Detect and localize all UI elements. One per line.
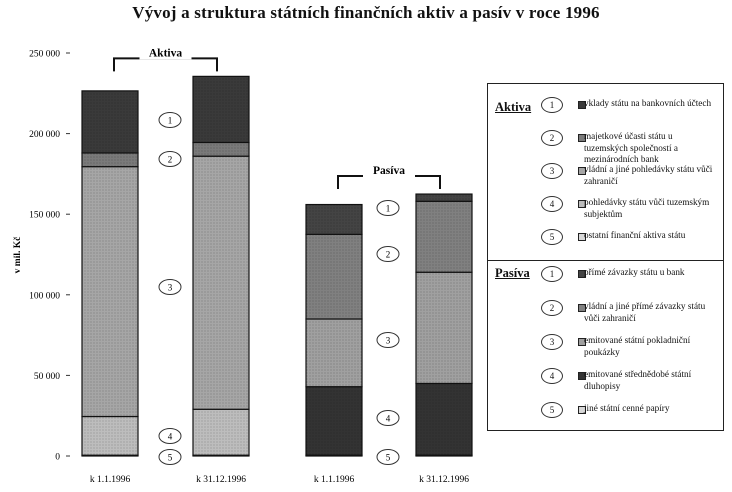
segment-number-label: 5 <box>386 452 391 462</box>
legend-swatch <box>578 167 586 175</box>
group-bracket <box>337 175 441 190</box>
segment-number-label: 2 <box>168 154 173 164</box>
bar-segment-texture <box>306 204 362 235</box>
legend-item-text: pohledávky státu vůči tuzemským subjektů… <box>584 197 710 219</box>
group-bracket <box>113 57 218 72</box>
segment-number-oval <box>158 279 182 295</box>
y-tick-label: 250 000 <box>29 50 60 60</box>
bar-segment-texture <box>416 201 472 273</box>
legend-item-text: ostatní finanční aktiva státu <box>584 230 686 240</box>
legend-separator <box>488 260 723 261</box>
y-axis-label: v mil. Kč <box>13 237 23 274</box>
legend-number-oval: 3 <box>541 334 563 350</box>
legend-item-text: jiné státní cenné papíry <box>584 403 670 413</box>
legend-number-oval: 1 <box>541 97 563 113</box>
group-label-bg <box>363 163 415 178</box>
segment-number-oval <box>376 200 400 216</box>
bar-segment-texture <box>306 318 362 387</box>
x-tick-label: k 1.1.1996 <box>90 475 131 485</box>
bar-segment-texture <box>82 90 138 153</box>
bar-segment-texture <box>416 194 472 202</box>
legend-swatch <box>578 406 586 414</box>
segment-number-oval <box>158 151 182 167</box>
legend-number-oval: 5 <box>541 229 563 245</box>
legend-item-text: majetkové účasti státu u tuzemských spol… <box>584 131 678 164</box>
group-label: Pasíva <box>373 165 405 177</box>
legend-swatch <box>578 338 586 346</box>
x-tick-label: k 31.12.1996 <box>419 475 469 485</box>
legend-swatch <box>578 134 586 142</box>
bar-segment-texture <box>306 234 362 319</box>
legend-number-oval: 5 <box>541 402 563 418</box>
segment-number-label: 5 <box>168 452 173 462</box>
segment-number-oval <box>376 410 400 426</box>
legend-item-text: emitované státní pokladniční poukázky <box>584 335 691 357</box>
segment-number-label: 4 <box>168 431 173 441</box>
legend-item-text: emitované střednědobé státní dluhopisy <box>584 369 692 391</box>
legend-number-oval: 2 <box>541 130 563 146</box>
legend-number-oval: 4 <box>541 368 563 384</box>
x-tick-label: k 31.12.1996 <box>196 475 246 485</box>
legend-number-oval: 2 <box>541 300 563 316</box>
bar-segment-texture <box>193 142 249 157</box>
legend-number-oval: 4 <box>541 196 563 212</box>
bar-segment-texture <box>416 383 472 456</box>
segment-number-oval <box>158 449 182 465</box>
y-tick-label: 50 000 <box>34 372 60 382</box>
segment-number-oval <box>158 428 182 444</box>
legend-item-text: vládní a jiné přímé závazky státu vůči z… <box>584 301 706 323</box>
bar-segment-texture <box>193 409 249 456</box>
legend-pasiva-title: Pasíva <box>495 266 530 280</box>
chart-title: Vývoj a struktura státních finančních ak… <box>132 3 600 22</box>
segment-number-oval <box>376 246 400 262</box>
group-label-bg <box>139 45 192 60</box>
legend-swatch <box>578 372 586 380</box>
legend-swatch <box>578 200 586 208</box>
legend-item-text: vládní a jiné pohledávky státu vůči zahr… <box>584 164 713 186</box>
legend-aktiva-title: Aktiva <box>495 100 532 114</box>
y-tick-label: 0 <box>55 453 60 463</box>
bar-segment-texture <box>82 152 138 167</box>
y-tick-label: 200 000 <box>29 130 60 140</box>
segment-number-oval <box>158 112 182 128</box>
group-label: Aktiva <box>149 47 182 59</box>
legend-swatch <box>578 270 586 278</box>
segment-number-label: 1 <box>386 203 391 213</box>
segment-number-oval <box>376 332 400 348</box>
bar-segment-texture <box>193 156 249 410</box>
legend-swatch <box>578 101 586 109</box>
legend-number-oval: 1 <box>541 266 563 282</box>
segment-number-label: 2 <box>386 249 391 259</box>
segment-number-oval <box>376 449 400 465</box>
legend: Aktiva 1 vklady státu na bankovních účtec… <box>487 83 724 431</box>
bar-segment-texture <box>82 416 138 456</box>
bar-segment-texture <box>193 76 249 143</box>
bar-segment-texture <box>82 166 138 417</box>
segment-number-label: 3 <box>386 335 391 345</box>
legend-swatch <box>578 233 586 241</box>
x-tick-label: k 1.1.1996 <box>314 475 355 485</box>
bar-segment-texture <box>306 386 362 456</box>
segment-number-label: 4 <box>386 413 391 423</box>
legend-item-text: vklady státu na bankovních účtech <box>584 98 712 108</box>
legend-item-text: přímé závazky státu u bank <box>584 267 685 277</box>
legend-swatch <box>578 304 586 312</box>
segment-number-label: 3 <box>168 282 173 292</box>
bar-segment-texture <box>416 272 472 384</box>
y-tick-label: 150 000 <box>29 211 60 221</box>
y-tick-label: 100 000 <box>29 291 60 301</box>
segment-number-label: 1 <box>168 115 173 125</box>
legend-number-oval: 3 <box>541 163 563 179</box>
